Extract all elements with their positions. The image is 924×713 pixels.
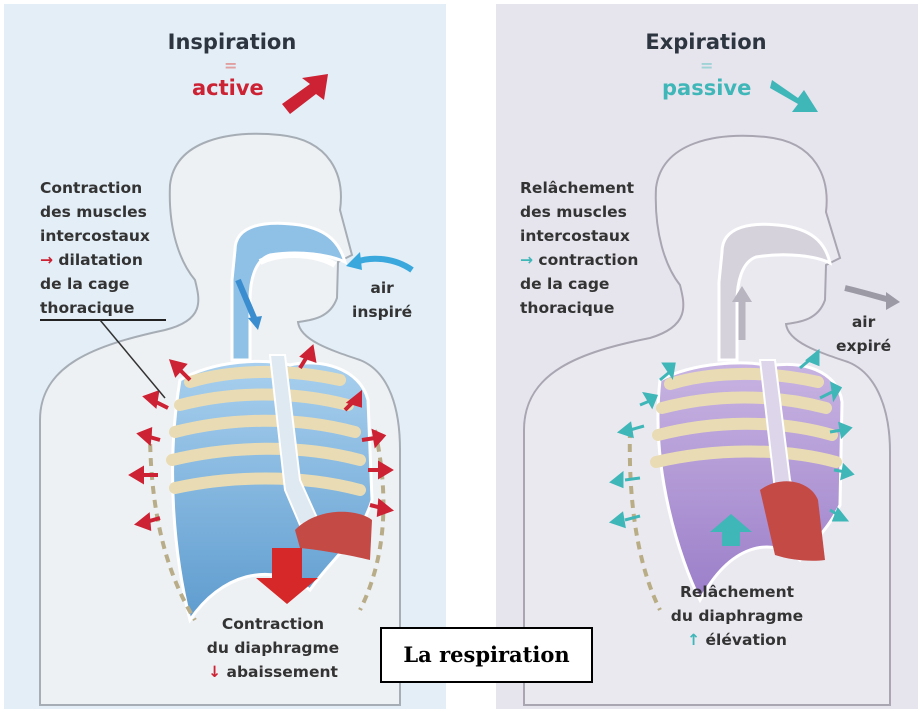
inspiration-muscles-label: Contraction des muscles intercostaux → d… <box>40 176 150 320</box>
inspiration-muscles-line-6: thoracique <box>40 299 135 317</box>
inspiration-muscles-arrow: → <box>40 251 53 269</box>
inspiration-muscles-line-3: intercostaux <box>40 227 150 245</box>
expiration-muscles-label: Relâchement des muscles intercostaux → c… <box>520 176 638 320</box>
expiration-diaphragm-line-1: Relâchement <box>679 583 795 601</box>
inspiration-diaphragm-line-1: Contraction <box>221 615 325 633</box>
expiration-rib-contraction-arrows <box>608 348 855 529</box>
expiration-muscles-line-2: des muscles <box>520 203 627 221</box>
expiration-diaphragm-arrow: ↑ <box>687 631 701 649</box>
inspiration-muscles-line-5: de la cage <box>40 275 130 293</box>
inspiration-mode: active <box>192 76 264 100</box>
expiration-mode: passive <box>662 76 752 100</box>
inspiration-air-in-arrow <box>346 252 414 273</box>
expiration-diaphragm-label: Relâchement du diaphragme ↑ élévation <box>652 580 822 652</box>
inspiration-diaphragm-line-3: abaissement <box>226 663 338 681</box>
expiration-air-line-1: air <box>851 313 876 331</box>
expiration-ribs <box>650 367 842 468</box>
inspiration-air-line-2: inspiré <box>352 303 413 321</box>
inspiration-muscles-line-4: dilatation <box>58 251 143 269</box>
inspiration-muscles-line-1: Contraction <box>40 179 143 197</box>
inspiration-airway <box>230 221 348 362</box>
inspiration-active-arrow <box>282 74 328 114</box>
inspiration-air-line-1: air <box>370 279 394 297</box>
expiration-equals: = <box>700 56 714 75</box>
inspiration-rib-expansion-arrows <box>128 344 395 531</box>
expiration-muscles-line-4: contraction <box>538 251 639 269</box>
expiration-muscles-line-6: thoracique <box>520 299 615 317</box>
expiration-diaphragm-line-2: du diaphragme <box>670 607 804 625</box>
expiration-passive-arrow <box>770 80 818 112</box>
expiration-title: Expiration <box>645 30 767 54</box>
expiration-diaphragm-up-arrow <box>710 514 752 546</box>
inspiration-title: Inspiration <box>167 30 297 54</box>
expiration-muscles-line-5: de la cage <box>520 275 610 293</box>
caption-box: La respiration <box>380 627 593 683</box>
inspiration-diaphragm-down-arrow <box>256 548 318 604</box>
inspiration-diaphragm-arrow: ↓ <box>208 663 222 681</box>
inspiration-airflow-arrow <box>235 278 262 330</box>
inspiration-diaphragm-label: Contraction du diaphragme ↓ abaissement <box>188 612 358 684</box>
expiration-air-line-2: expiré <box>836 337 892 355</box>
inspiration-ribs <box>166 365 366 496</box>
inspiration-equals: = <box>224 56 238 75</box>
expiration-airway <box>717 222 833 362</box>
caption-text: La respiration <box>403 642 570 667</box>
inspiration-leader-line <box>40 319 166 399</box>
inspiration-air-label: air inspiré <box>352 276 412 324</box>
inspiration-diaphragm <box>295 511 372 560</box>
expiration-muscles-line-3: intercostaux <box>520 227 630 245</box>
expiration-air-out-arrow <box>844 285 900 310</box>
expiration-airflow-arrow <box>732 286 752 340</box>
expiration-air-label: air expiré <box>836 310 891 358</box>
expiration-diaphragm-line-3: élévation <box>705 631 787 649</box>
expiration-diaphragm <box>760 481 825 561</box>
expiration-muscles-line-1: Relâchement <box>520 179 635 197</box>
inspiration-muscles-line-2: des muscles <box>40 203 147 221</box>
inspiration-diaphragm-line-2: du diaphragme <box>206 639 340 657</box>
expiration-muscles-arrow: → <box>520 251 533 269</box>
